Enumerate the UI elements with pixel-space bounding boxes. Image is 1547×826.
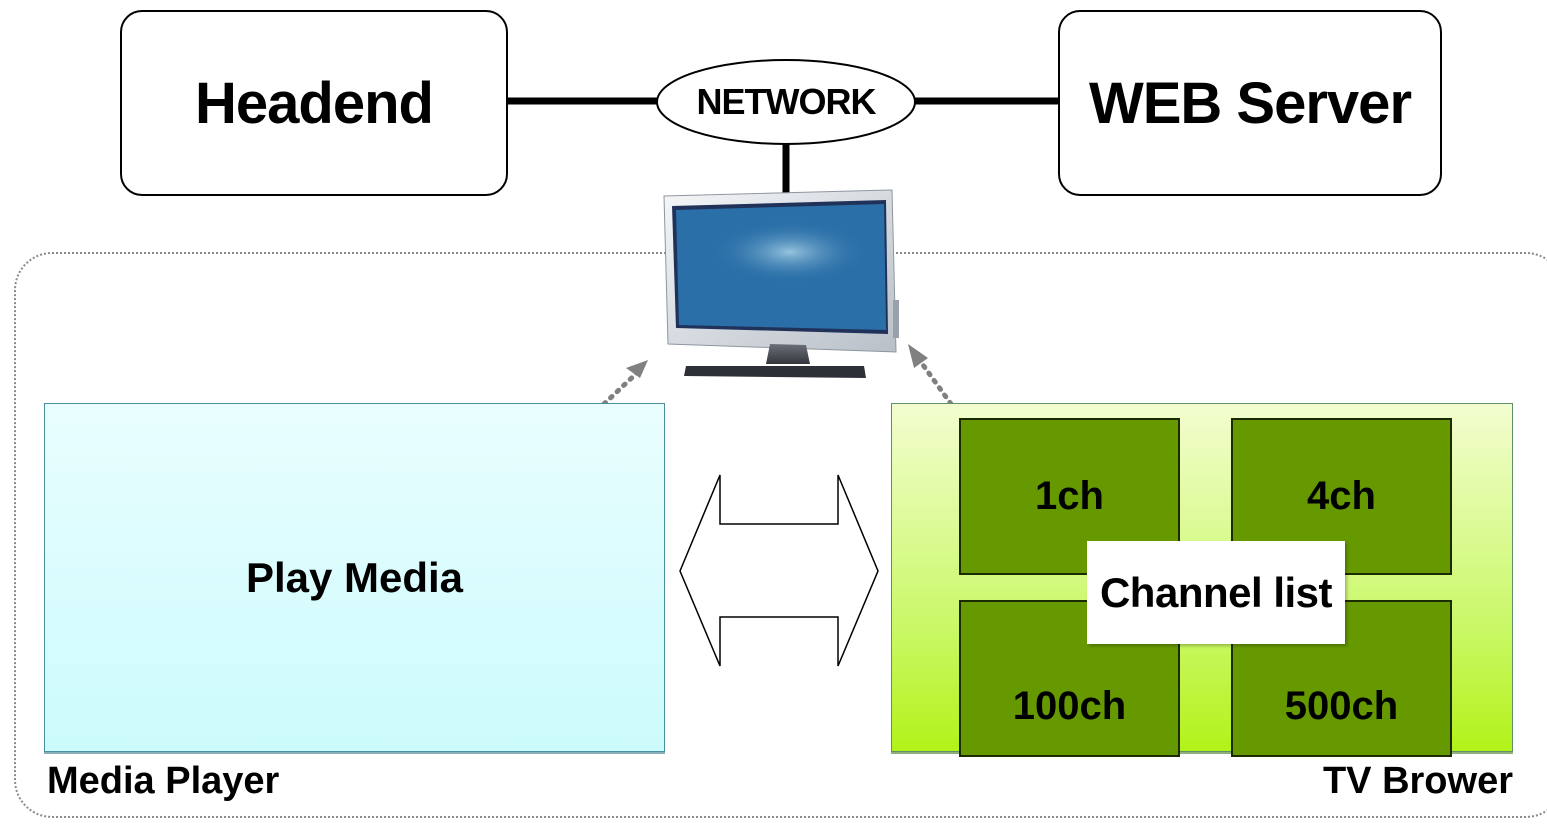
channel-tile-label: 500ch — [1284, 684, 1399, 728]
media-to-tv-dotted-arrow — [601, 367, 643, 407]
channel-tile-label: 100ch — [1012, 684, 1127, 728]
web-server-label: WEB Server — [1088, 70, 1412, 136]
play-media-label: Play Media — [245, 553, 464, 601]
network-label: NETWORK — [696, 81, 877, 122]
media-player-panel: Play Media — [44, 403, 665, 752]
network-ellipse — [656, 59, 916, 145]
channel-tile-1ch: 1ch — [959, 418, 1180, 575]
tv-browser-to-tv-dotted-arrow — [915, 355, 954, 407]
web-server-box: WEB Server — [1058, 10, 1442, 196]
channel-list-overlay: Channel list — [1087, 541, 1345, 644]
headend-label: Headend — [195, 70, 434, 136]
channel-list-label: Channel list — [1099, 568, 1333, 616]
network-node: NETWORK — [658, 60, 914, 144]
media-player-caption: Media Player — [47, 760, 280, 802]
channel-tile-label: 1ch — [1035, 474, 1104, 518]
channel-tile-label: 4ch — [1307, 474, 1376, 518]
headend-box: Headend — [120, 10, 508, 196]
tv-browser-caption: TV Brower — [1322, 760, 1513, 802]
